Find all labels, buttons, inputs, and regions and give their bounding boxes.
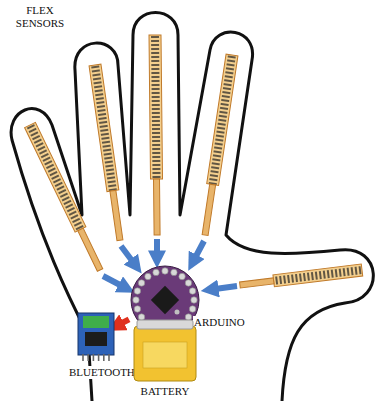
hand-outline (11, 13, 373, 401)
bluetooth-module: BLUETOOTH (77, 312, 115, 362)
component-label: BATTERY (140, 385, 191, 398)
component-label: ARDUINO (193, 316, 246, 329)
flex-sensor (199, 54, 238, 236)
battery-pack-art (133, 318, 197, 382)
flex-sensor (239, 264, 363, 291)
flex-sensor (149, 35, 163, 235)
battery-pack: BATTERY (133, 318, 197, 382)
signal-arrow (120, 319, 129, 324)
bluetooth-module-art (77, 312, 115, 362)
part-label: FLEX SENSORS (6, 4, 74, 29)
flex-sensor (25, 122, 106, 272)
component-label: BLUETOOTH (68, 366, 136, 379)
flex-sensor (89, 64, 126, 241)
